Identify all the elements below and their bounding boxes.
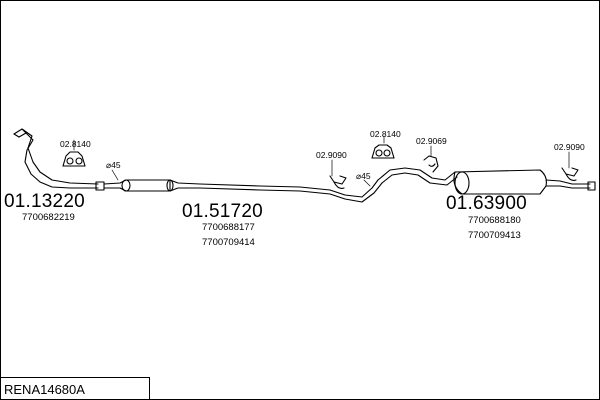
rear-pipe <box>377 167 596 195</box>
front-pipe <box>13 128 105 191</box>
front-oe-number: 7700682219 <box>22 212 75 223</box>
rear-part-number: 01.63900 <box>446 193 527 214</box>
front-pipe-diameter: ⌀45 <box>106 160 121 170</box>
middle-pipe <box>103 179 383 203</box>
accessory-rear-hanger-a: 02.9069 <box>416 136 447 146</box>
accessory-mid-hanger-a: 02.9090 <box>316 150 347 160</box>
accessory-front-hanger: 02.8140 <box>60 139 91 149</box>
hanger-rubber-rear-b <box>561 167 579 181</box>
middle-pipe-diameter: ⌀45 <box>356 171 371 181</box>
reference-code-box: RENA14680A <box>0 377 150 399</box>
hanger-rubber-rear-a <box>423 155 439 173</box>
reference-code: RENA14680A <box>4 382 85 397</box>
rear-oe-number-1: 7700688180 <box>468 215 521 226</box>
hanger-rubber-mid-b <box>371 144 395 159</box>
accessory-rear-hanger-b: 02.9090 <box>554 142 585 152</box>
hanger-rubber-front <box>62 151 86 167</box>
hanger-rubber-mid-a <box>329 175 347 189</box>
front-part-number: 01.13220 <box>4 191 85 212</box>
accessory-mid-hanger-b: 02.8140 <box>370 129 401 139</box>
middle-part-number: 01.51720 <box>182 201 263 222</box>
middle-oe-number-1: 7700688177 <box>202 222 255 233</box>
rear-oe-number-2: 7700709413 <box>468 230 521 241</box>
leader-lines <box>73 135 570 187</box>
middle-oe-number-2: 7700709414 <box>202 237 255 248</box>
